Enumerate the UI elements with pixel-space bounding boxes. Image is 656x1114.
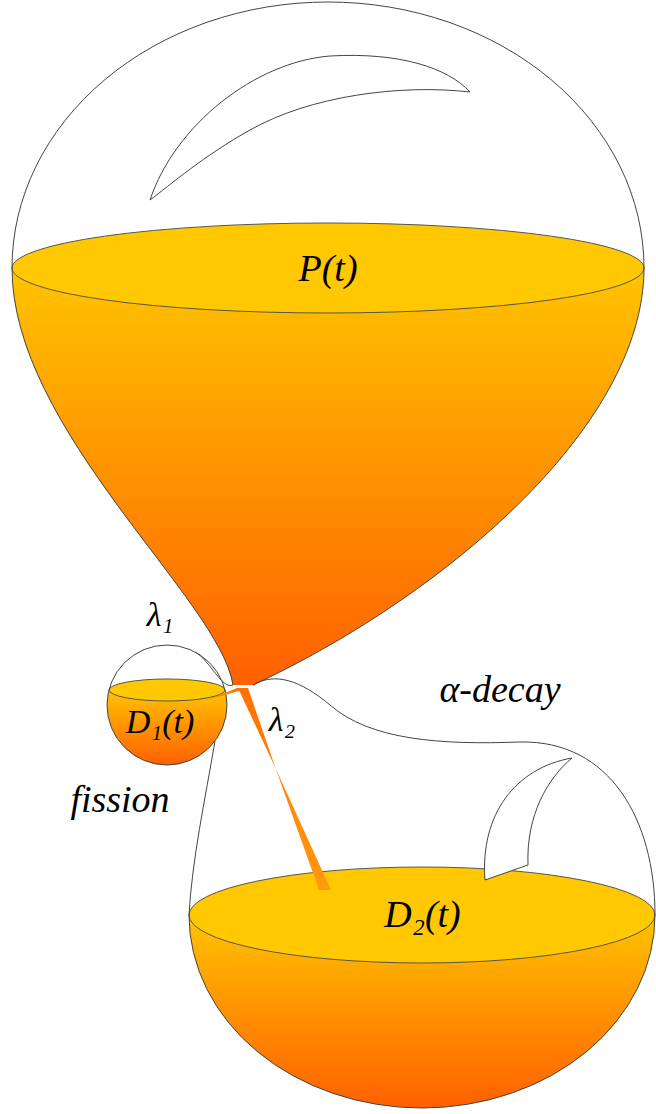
rate-constant: λ₂	[269, 701, 296, 738]
parent-reservoir: P(t)	[5, 225, 651, 688]
process-label: fission	[70, 779, 169, 821]
vessel-outline	[189, 915, 655, 1108]
glass-highlight	[150, 55, 470, 200]
daughter-reservoir: D₂(t)	[185, 890, 656, 945]
decay-stream	[238, 688, 331, 890]
liquid-surface	[109, 679, 225, 701]
vessel-outline	[253, 679, 655, 915]
daughter-reservoir: D₁(t)	[102, 700, 218, 750]
rate-constant: λ₁	[147, 596, 174, 633]
connector-group	[208, 688, 331, 890]
glass-highlight	[485, 758, 572, 880]
quantity-label: D₁(t)	[102, 703, 218, 740]
quantity-label: D₂(t)	[185, 894, 656, 936]
liquid-fill	[12, 268, 644, 685]
vessel-outline	[195, 652, 233, 686]
process-label: α-decay	[439, 669, 560, 711]
vessel-outline	[12, 2, 644, 685]
quantity-label: P(t)	[5, 248, 651, 290]
vessel-outline	[189, 741, 215, 915]
